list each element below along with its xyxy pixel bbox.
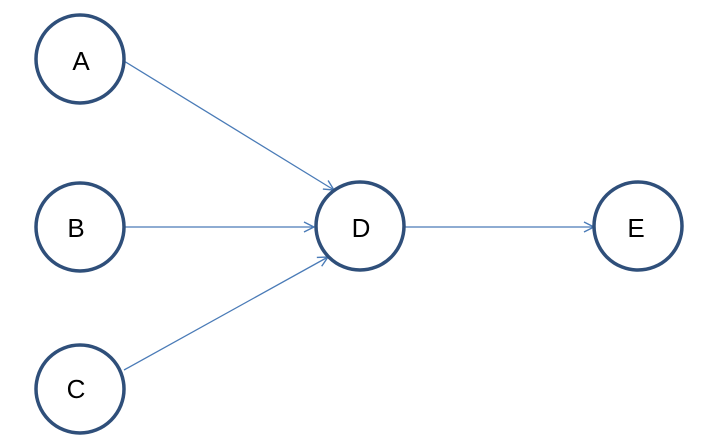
node-c-label: C xyxy=(67,374,86,404)
edge-c-to-d xyxy=(123,257,328,371)
edges xyxy=(118,60,594,371)
node-b: B xyxy=(34,181,126,273)
node-d-label: D xyxy=(352,213,371,243)
node-e-label: E xyxy=(627,213,644,243)
node-c: C xyxy=(34,343,126,435)
node-e: E xyxy=(592,180,684,272)
node-a: A xyxy=(34,13,126,105)
node-d: D xyxy=(314,180,406,272)
edge-a-to-d xyxy=(123,60,334,190)
node-b-label: B xyxy=(67,213,84,243)
node-a-label: A xyxy=(72,46,90,76)
